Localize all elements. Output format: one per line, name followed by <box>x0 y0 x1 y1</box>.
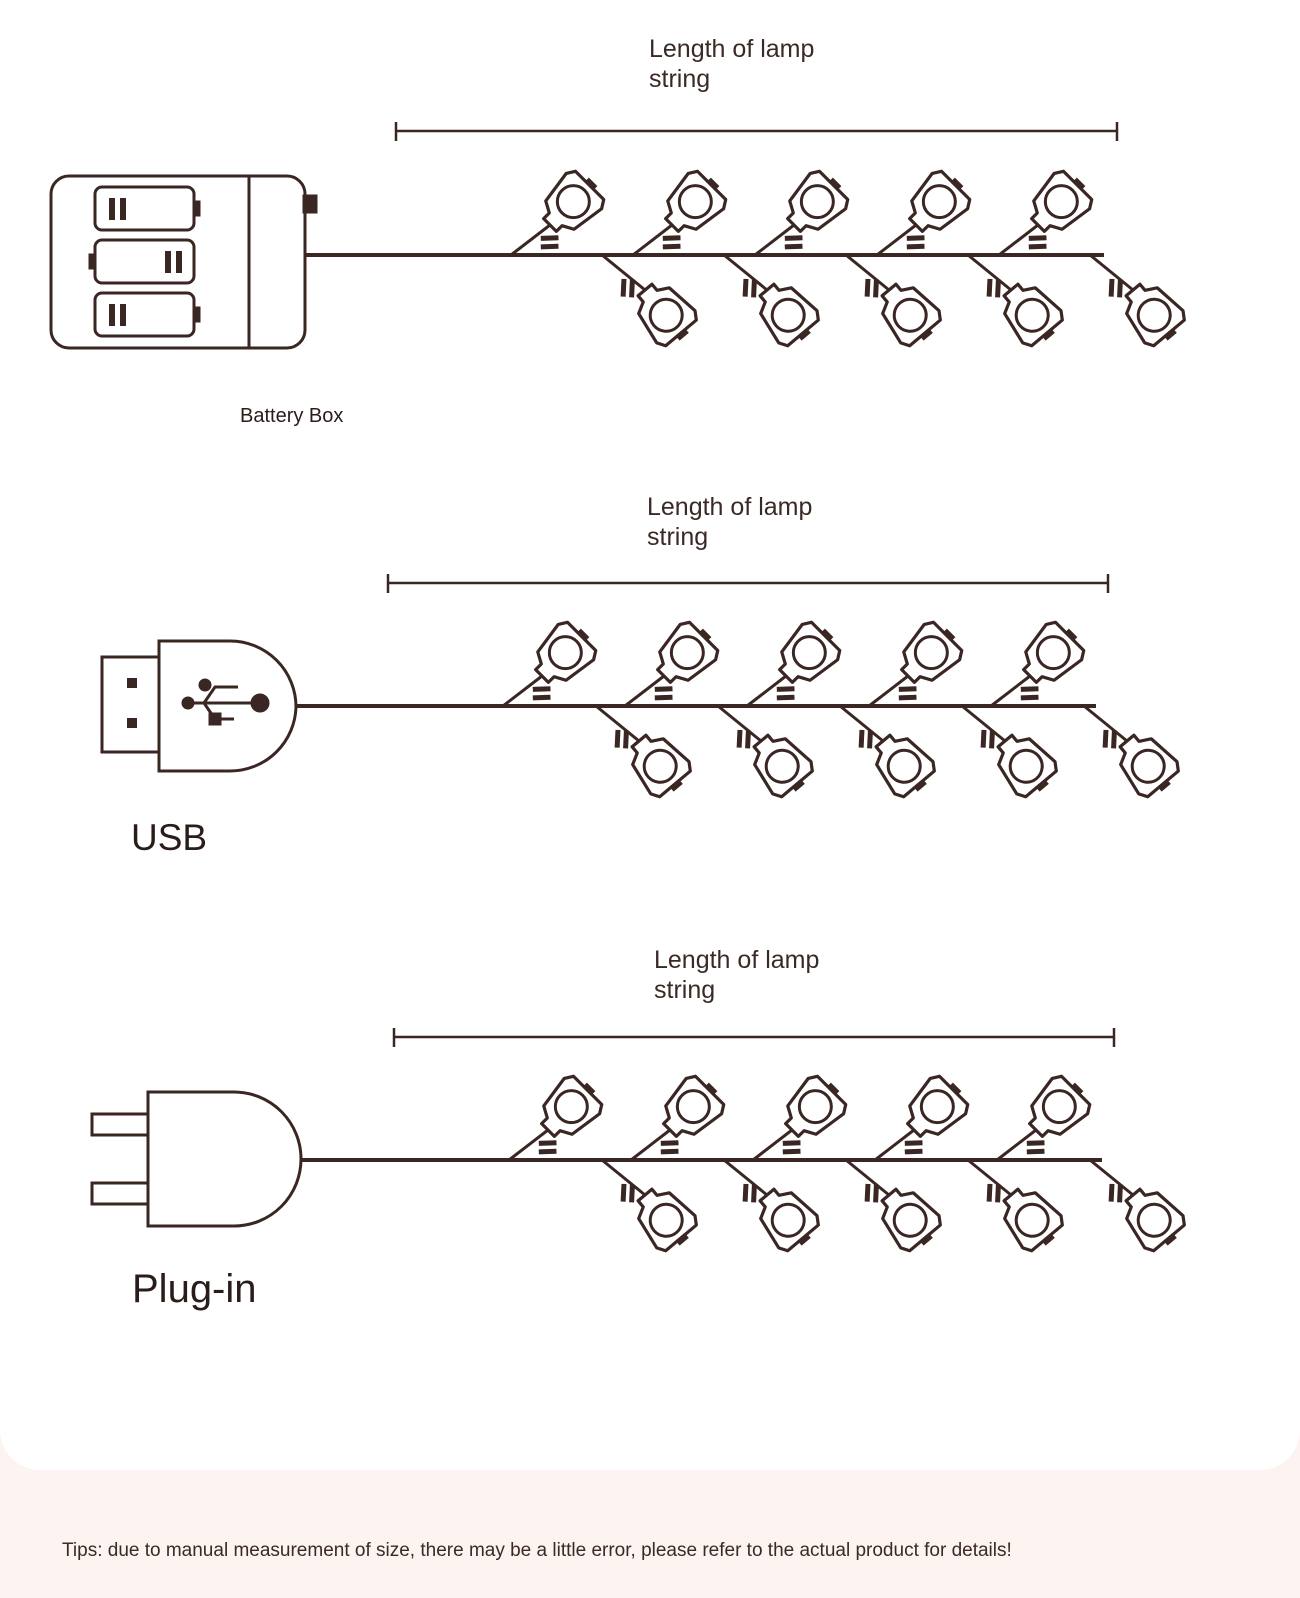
lamp-group <box>508 1069 1192 1258</box>
lantern-icon <box>1094 708 1186 804</box>
usb-symbol-icon <box>181 678 270 726</box>
lantern-icon <box>517 164 611 258</box>
length-bracket <box>392 1028 1116 1047</box>
lantern-icon <box>856 257 948 353</box>
source-label-usb: USB <box>131 817 208 858</box>
lantern-icon <box>612 257 704 353</box>
lantern-icon <box>734 257 826 353</box>
lantern-icon <box>606 708 698 804</box>
length-label: Length of lamp string <box>654 946 820 1004</box>
length-label: Length of lamp string <box>649 35 815 93</box>
lantern-icon <box>612 1162 704 1258</box>
lantern-icon <box>850 708 942 804</box>
lantern-icon <box>978 1162 1070 1258</box>
source-label-plug: Plug-in <box>132 1267 257 1311</box>
lantern-icon <box>637 1069 731 1163</box>
row-usb <box>100 574 1186 804</box>
lantern-icon <box>856 1162 948 1258</box>
lantern-icon <box>761 164 855 258</box>
lantern-icon <box>759 1069 853 1163</box>
usb-plug-icon <box>100 639 298 773</box>
battery-box-icon <box>49 174 318 350</box>
lantern-icon <box>515 1069 609 1163</box>
power-plug-icon <box>90 1090 303 1228</box>
row-plug <box>90 1028 1192 1258</box>
lantern-icon <box>881 1069 975 1163</box>
lantern-icon <box>1003 1069 1097 1163</box>
lamp-group <box>502 615 1186 804</box>
lantern-icon <box>972 708 1064 804</box>
tips-text: Tips: due to manual measurement of size,… <box>62 1540 1012 1561</box>
lantern-icon <box>728 708 820 804</box>
lantern-icon <box>978 257 1070 353</box>
lantern-icon <box>1100 1162 1192 1258</box>
length-bracket <box>386 574 1110 593</box>
lantern-icon <box>875 615 969 709</box>
lantern-icon <box>753 615 847 709</box>
source-label-battery: Battery Box <box>240 405 344 427</box>
lantern-icon <box>639 164 733 258</box>
row-battery <box>49 122 1192 353</box>
lantern-icon <box>1100 257 1192 353</box>
length-bracket <box>394 122 1119 141</box>
lantern-icon <box>509 615 603 709</box>
lantern-icon <box>1005 164 1099 258</box>
lamp-group <box>510 164 1192 353</box>
lantern-icon <box>997 615 1091 709</box>
length-label: Length of lamp string <box>647 493 813 551</box>
lantern-icon <box>631 615 725 709</box>
lantern-icon <box>883 164 977 258</box>
lantern-icon <box>734 1162 826 1258</box>
